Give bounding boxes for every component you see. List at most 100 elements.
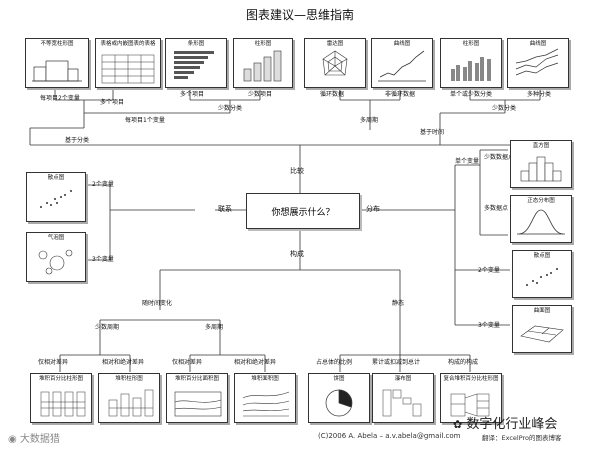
branch-composition: 构成 [290, 250, 304, 258]
watermark-right-text: 数字化行业峰会 [466, 417, 558, 432]
card-bar-chart: 条形图 [165, 38, 227, 88]
label-by-time: 基于时间 [420, 129, 445, 136]
card-title: 曲线图 [393, 41, 411, 47]
card-pie-chart: 饼图 [308, 373, 370, 423]
scatter-plot-icon [526, 268, 558, 286]
table-chart-icon [101, 54, 155, 84]
stacked-100-area-icon [174, 391, 222, 417]
card-scatter-right: 散点图 [512, 250, 572, 298]
multi-line-chart-icon [515, 48, 559, 76]
card-title: 直方图 [532, 143, 550, 149]
label-few-periods: 少数周期 [95, 324, 120, 331]
histogram-icon [520, 156, 562, 182]
compound-stacked-icon [450, 393, 490, 417]
watermark-left: ◉ 大数据猎 [8, 430, 60, 445]
label-over-time: 随时间变化 [142, 300, 173, 307]
card-title: 堆积百分比柱形图 [38, 376, 83, 382]
radar-chart-icon [322, 50, 348, 76]
card-title: 柱形图 [254, 41, 272, 47]
card-stacked-column: 堆积柱形图 [98, 373, 160, 423]
card-stacked-100-column: 堆积百分比柱形图 [30, 373, 92, 423]
card-column-chart-categories: 柱形图 [440, 38, 502, 88]
page-title: 图表建议—思维指南 [245, 8, 354, 22]
card-title: 条形图 [187, 41, 205, 47]
card-title: 表格或内嵌图表的表格 [100, 41, 156, 47]
label-relative-absolute-2: 相对和绝对差异 [234, 359, 277, 366]
column-chart-icon [451, 57, 491, 81]
label-relative-only: 仅相对差异 [38, 359, 69, 366]
variable-width-column-icon [32, 60, 82, 82]
label-many-items: 多个项目 [100, 99, 125, 106]
card-title: 散点图 [533, 253, 551, 259]
card-radar-chart: 雷达图 [304, 38, 366, 88]
stacked-area-icon [242, 391, 290, 417]
bar-chart-icon [174, 51, 214, 79]
card-title: 散点图 [47, 175, 65, 181]
card-table-embedded-charts: 表格或内嵌图表的表格 [95, 38, 161, 88]
card-compound-stacked-100: 复合堆积百分比柱形图 [440, 373, 502, 423]
branch-relation: 联系 [218, 205, 232, 213]
label-few-points: 少数数据点 [484, 154, 515, 161]
watermark-right: ✿ 数字化行业峰会 [453, 413, 557, 432]
label-by-category: 基于分类 [65, 137, 90, 144]
card-normal-distribution: 正态分布图 [510, 195, 572, 243]
card-title: 饼图 [333, 376, 345, 382]
label-many-points: 多数据点 [484, 205, 509, 212]
label-static: 静态 [392, 300, 405, 307]
pie-chart-icon [325, 389, 353, 417]
label-many-periods: 多周期 [360, 117, 379, 124]
surface-chart-icon [520, 325, 564, 343]
footer-translation: 翻译：ExcelPro的图表博客 [482, 434, 562, 442]
card-line-chart-categories: 曲线图 [507, 38, 569, 88]
stacked-column-icon [108, 389, 154, 417]
scatter-plot-icon [40, 190, 72, 208]
card-waterfall-chart: 瀑布图 [372, 373, 434, 423]
label-many-periods-bottom: 多周期 [205, 324, 224, 331]
label-single-var: 单个变量 [455, 158, 480, 165]
card-title: 堆积百分比面积图 [174, 376, 219, 382]
label-three-vars-right: 3个变量 [478, 322, 500, 329]
card-title: 瀑布图 [394, 376, 412, 382]
card-title: 复合堆积百分比柱形图 [443, 376, 499, 382]
label-two-vars-right: 2个变量 [478, 267, 500, 274]
label-share-of-total: 占总体的比例 [316, 359, 353, 366]
card-title: 曲面图 [533, 308, 551, 314]
label-two-vars-left: 2个变量 [92, 181, 114, 188]
label-one-var-per-item: 每项目1个变量 [125, 117, 165, 124]
label-relative-only-2: 仅相对差异 [172, 359, 203, 366]
stacked-100-column-icon [40, 391, 86, 417]
card-stacked-100-area: 堆积百分比面积图 [166, 373, 228, 423]
bubble-chart-icon [38, 249, 73, 275]
label-noncyclic-data: 非循环数据 [385, 91, 416, 98]
card-title: 气泡图 [47, 235, 65, 241]
label-few-categories: 少数分类 [218, 105, 243, 112]
label-relative-absolute: 相对和绝对差异 [102, 359, 145, 366]
card-title: 堆积面积图 [251, 376, 279, 382]
card-surface-chart: 曲面图 [512, 305, 572, 353]
footer-copyright: (C)2006 A. Abela – a.v.abela@gmail.com [318, 432, 461, 440]
waterfall-chart-icon [382, 389, 422, 417]
label-single-few-cats: 单个或少数分类 [450, 91, 493, 98]
center-question: 你想展示什么？ [271, 207, 335, 218]
center-question-box: 你想展示什么？ [246, 193, 360, 229]
card-title: 堆积柱形图 [115, 376, 143, 382]
card-title: 雷达图 [326, 41, 344, 47]
card-scatter-left: 散点图 [26, 172, 86, 222]
label-few-items: 少数项目 [248, 91, 273, 98]
wechat-icon: ✿ [453, 418, 463, 431]
label-three-vars-left: 3个变量 [92, 256, 114, 263]
label-two-vars-per-item: 每项目2个变量 [40, 95, 80, 102]
card-histogram: 直方图 [510, 140, 572, 188]
card-stacked-area: 堆积面积图 [234, 373, 296, 423]
card-title: 柱形图 [462, 41, 480, 47]
branch-distribution: 分布 [366, 205, 380, 213]
card-title: 正态分布图 [527, 198, 555, 204]
column-chart-icon [243, 50, 282, 82]
weibo-icon: ◉ [8, 434, 17, 445]
watermark-left-text: 大数据猎 [19, 434, 60, 445]
card-line-chart-noncyclic: 曲线图 [371, 38, 433, 88]
label-cyclic-data: 循环数据 [320, 91, 345, 98]
card-title: 曲线图 [529, 41, 547, 47]
